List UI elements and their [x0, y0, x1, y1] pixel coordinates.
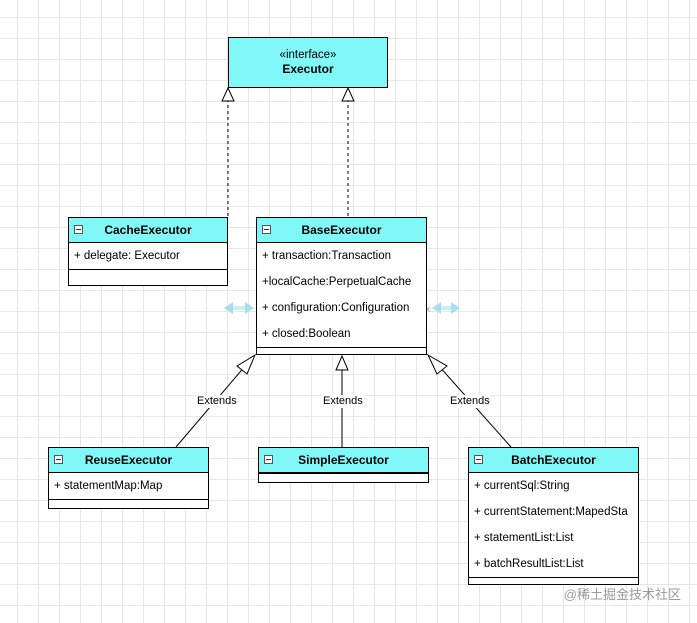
resize-right-arrow-icon[interactable]: ×: [424, 302, 460, 315]
interface-stereotype: «interface»: [279, 49, 337, 61]
class-header: ReuseExecutor: [49, 448, 208, 473]
class-name: BaseExecutor: [301, 223, 382, 237]
extends-arrowhead-simple: [335, 354, 349, 371]
class-attribute: + statementList:List: [474, 532, 574, 544]
batch-executor-class[interactable]: BatchExecutor + currentSql:String + curr…: [468, 447, 639, 585]
class-attribute: + currentStatement:MapedSta: [474, 506, 628, 518]
class-attribute: +localCache:PerpetualCache: [262, 276, 412, 288]
class-attribute: + delegate: Executor: [74, 250, 180, 262]
realization-arrowhead-base: [341, 86, 355, 102]
attribute-list: + currentSql:String + currentStatement:M…: [469, 473, 638, 577]
class-attribute: + statementMap:Map: [54, 480, 163, 492]
class-attribute: + batchResultList:List: [474, 558, 584, 570]
class-attribute: + configuration:Configuration: [262, 302, 410, 314]
extends-label-simple: Extends: [322, 395, 364, 408]
interface-name: Executor: [282, 62, 334, 76]
attribute-list: + statementMap:Map: [49, 473, 208, 499]
attribute-list: + delegate: Executor: [69, 243, 227, 269]
collapse-icon[interactable]: [474, 455, 483, 464]
operations-compartment: [257, 347, 426, 353]
extends-label-reuse: Extends: [196, 395, 238, 408]
class-header: BatchExecutor: [469, 448, 638, 473]
class-name: SimpleExecutor: [298, 453, 389, 467]
extends-label-batch: Extends: [449, 395, 491, 408]
extends-arrowhead-reuse: [236, 353, 257, 375]
operations-compartment: [49, 499, 208, 505]
collapse-icon[interactable]: [74, 225, 83, 234]
operations-compartment: [469, 577, 638, 583]
svg-text:×: ×: [424, 305, 432, 315]
collapse-icon[interactable]: [262, 225, 271, 234]
class-header: SimpleExecutor: [259, 448, 428, 473]
watermark: @稀土掘金技术社区: [563, 587, 681, 602]
class-attribute: + currentSql:String: [474, 480, 570, 492]
attribute-list: + transaction:Transaction +localCache:Pe…: [257, 243, 426, 347]
collapse-icon[interactable]: [54, 455, 63, 464]
cache-executor-class[interactable]: CacheExecutor + delegate: Executor: [68, 217, 228, 286]
reuse-executor-class[interactable]: ReuseExecutor + statementMap:Map: [48, 447, 209, 509]
executor-interface[interactable]: «interface» Executor: [228, 37, 388, 88]
base-executor-class[interactable]: BaseExecutor + transaction:Transaction +…: [256, 217, 427, 355]
class-attribute: + transaction:Transaction: [262, 250, 392, 262]
class-attribute: + closed:Boolean: [262, 328, 351, 340]
class-name: ReuseExecutor: [84, 453, 173, 467]
simple-executor-class[interactable]: SimpleExecutor: [258, 447, 429, 483]
collapse-icon[interactable]: [264, 455, 273, 464]
class-name: BatchExecutor: [511, 453, 596, 467]
operations-compartment: [69, 269, 227, 275]
realization-arrowhead-cache: [221, 86, 235, 102]
operations-compartment: [259, 473, 428, 478]
class-header: CacheExecutor: [69, 218, 227, 243]
extends-arrowhead-batch: [426, 353, 448, 375]
class-header: BaseExecutor: [257, 218, 426, 243]
class-name: CacheExecutor: [104, 223, 192, 237]
